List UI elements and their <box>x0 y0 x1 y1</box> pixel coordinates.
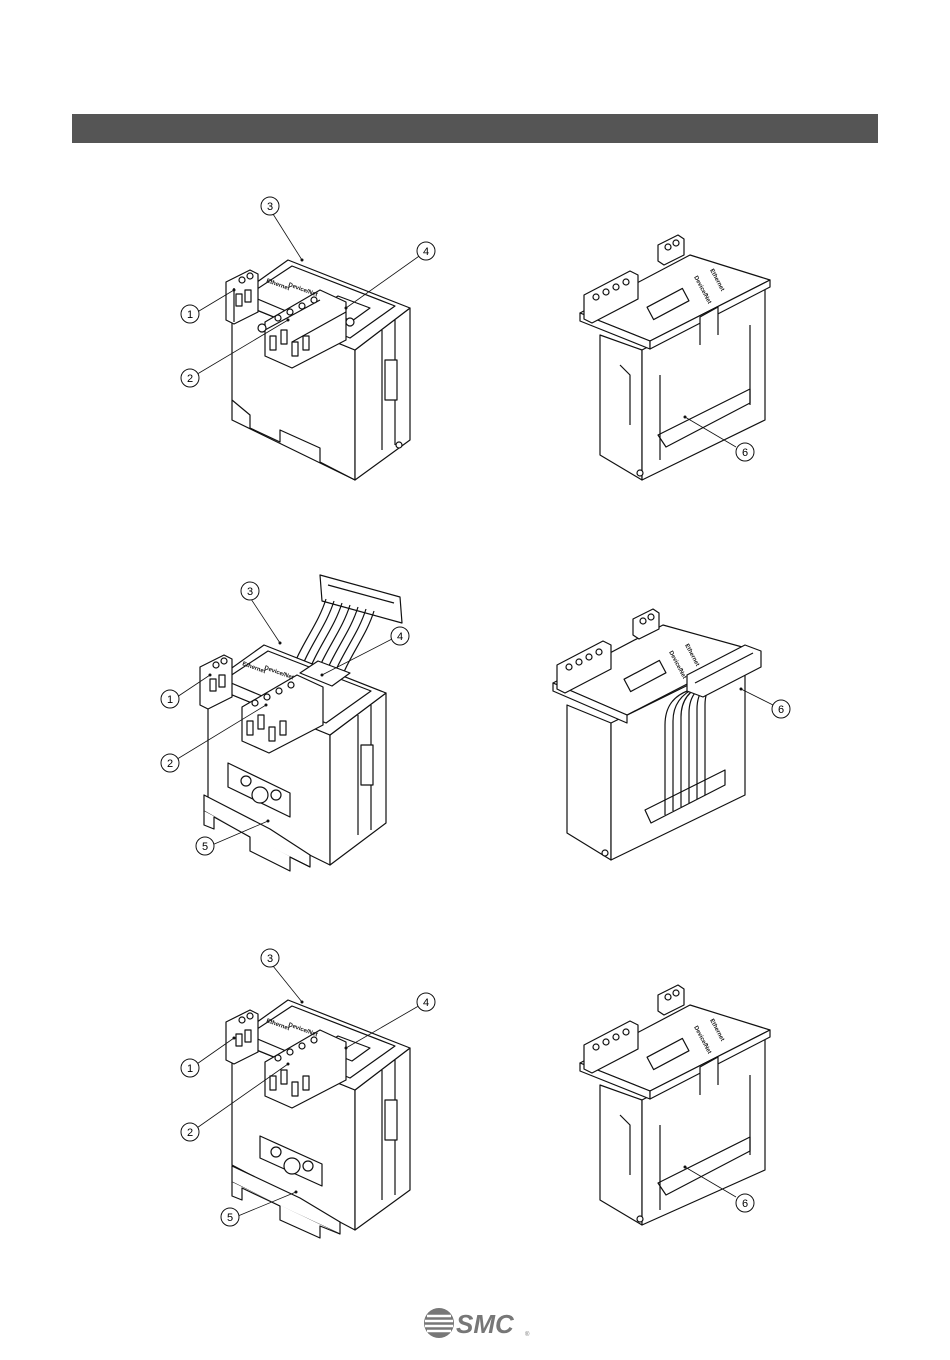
callout-2: 2 <box>181 1123 199 1141</box>
unit-body-side-face <box>600 335 642 480</box>
svg-text:3: 3 <box>267 953 273 965</box>
unit-body-side-face <box>600 1085 642 1225</box>
figure-unit-front-3: Ethernet Device/Net 1 2 3 4 5 <box>170 940 440 1240</box>
callout-5: 5 <box>196 837 214 855</box>
svg-text:5: 5 <box>202 841 208 853</box>
svg-text:3: 3 <box>267 201 273 213</box>
smc-logo-mark-icon <box>424 1308 454 1338</box>
svg-text:3: 3 <box>247 586 253 598</box>
callout-6: 6 <box>736 443 754 461</box>
callout-1: 1 <box>181 305 199 323</box>
unit-body-side-face <box>567 705 611 860</box>
figure-unit-front-1: Ethernet Device/Net 1 2 3 4 <box>170 190 440 490</box>
callout-2: 2 <box>181 369 199 387</box>
callout-4: 4 <box>417 242 435 260</box>
svg-text:6: 6 <box>742 1198 748 1210</box>
callout-6: 6 <box>772 700 790 718</box>
callout-4: 4 <box>391 627 409 645</box>
smc-logo: SMC ® <box>421 1303 533 1343</box>
callout-4: 4 <box>417 993 435 1011</box>
registered-mark: ® <box>525 1331 530 1338</box>
callout-2: 2 <box>161 754 179 772</box>
svg-text:5: 5 <box>227 1212 233 1224</box>
figure-unit-front-2: Ethernet Device/Net 1 2 3 4 5 <box>150 555 430 875</box>
svg-text:6: 6 <box>742 447 748 459</box>
svg-text:1: 1 <box>187 1063 193 1075</box>
svg-text:1: 1 <box>187 309 193 321</box>
figure-unit-rear-2: Ethernet Device/Net 6 <box>545 605 805 870</box>
callout-5: 5 <box>221 1208 239 1226</box>
callout-3: 3 <box>261 949 279 967</box>
callout-1: 1 <box>161 690 179 708</box>
svg-text:4: 4 <box>423 246 429 258</box>
svg-text:6: 6 <box>778 704 784 716</box>
svg-text:2: 2 <box>167 758 173 770</box>
callout-6: 6 <box>736 1194 754 1212</box>
svg-text:2: 2 <box>187 1127 193 1139</box>
callout-3: 3 <box>261 197 279 215</box>
svg-text:1: 1 <box>167 694 173 706</box>
section-header-bar <box>72 114 878 143</box>
figure-unit-rear-3: Ethernet Device/Net 6 <box>570 985 790 1230</box>
svg-text:4: 4 <box>397 631 403 643</box>
smc-logo-text: SMC <box>456 1309 515 1339</box>
callout-3: 3 <box>241 582 259 600</box>
svg-text:2: 2 <box>187 373 193 385</box>
figure-unit-rear-1: Ethernet Device/Net 6 <box>570 225 790 490</box>
callout-1: 1 <box>181 1059 199 1077</box>
svg-text:4: 4 <box>423 997 429 1009</box>
